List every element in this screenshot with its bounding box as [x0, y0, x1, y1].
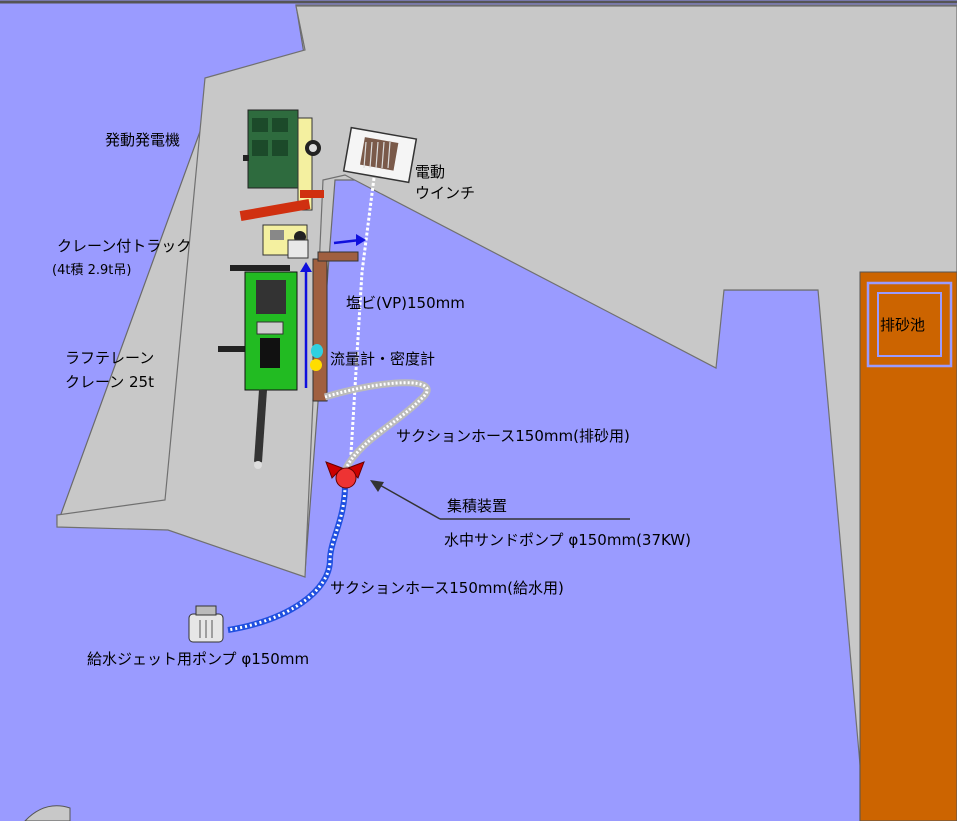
generator-label: 発動発電機 — [105, 131, 180, 149]
supply-hose-pattern — [227, 484, 347, 632]
crane-truck-icon — [262, 224, 309, 259]
densitometer-icon — [310, 359, 322, 371]
sand-pump-label: 水中サンドポンプ φ150mm(37KW) — [444, 531, 691, 549]
jet-pump-icon — [188, 605, 224, 643]
generator-icon — [239, 109, 324, 222]
pvc-pipe-top — [317, 251, 359, 262]
crane-truck-label-line1: クレーン付トラック — [57, 237, 191, 255]
rough-crane-icon — [218, 265, 298, 469]
supply-hose-label: サクションホース150mm(給水用) — [330, 579, 564, 597]
pvc-pipe-label: 塩ビ(VP)150mm — [346, 294, 465, 312]
sand-pond-frame-outer — [866, 281, 953, 368]
sand-pond-area — [859, 271, 957, 822]
electric-winch-icon — [342, 126, 418, 184]
rough-crane-label-line2: クレーン 25t — [65, 373, 154, 391]
crane-truck-label-line2: (4t積 2.9t吊) — [52, 263, 131, 278]
flowmeter-icon — [311, 344, 323, 358]
sand-pump-icon — [325, 461, 365, 489]
discharge-hose-pattern — [324, 381, 429, 471]
flow-arrow-icon — [300, 234, 366, 388]
winch-label-line1: 電動 — [415, 163, 445, 181]
discharge-hose-label: サクションホース150mm(排砂用) — [396, 427, 630, 445]
rock-edge — [23, 805, 71, 822]
sand-pond-label: 排砂池 — [880, 316, 925, 334]
jet-pump-label: 給水ジェット用ポンプ φ150mm — [87, 650, 309, 668]
winch-label-line2: ウインチ — [415, 184, 475, 202]
collector-label: 集積装置 — [447, 497, 507, 515]
winch-rope — [348, 177, 376, 471]
rough-crane-label-line1: ラフテレーン — [65, 349, 154, 367]
flowmeter-label: 流量計・密度計 — [330, 350, 435, 368]
sand-pond-frame-inner — [877, 292, 942, 357]
pvc-pipe — [312, 258, 328, 402]
collector-pointer — [370, 480, 630, 520]
